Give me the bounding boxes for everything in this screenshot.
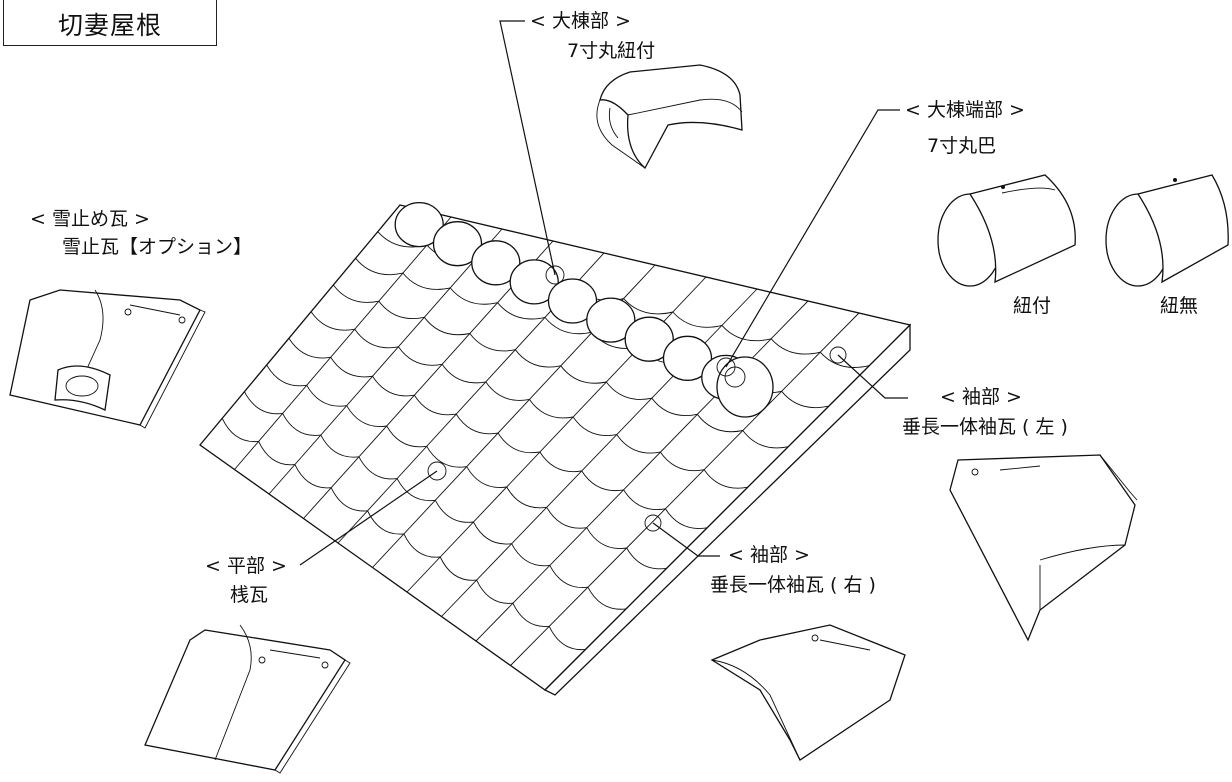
flat-part-label: 桟瓦	[230, 584, 269, 606]
ridge-end-variant-plain-label: 紐無	[1160, 295, 1199, 317]
snow-stop-category-label: < 雪止め瓦 >	[30, 208, 150, 230]
roof-illustration	[199, 201, 912, 696]
leader-ridge	[499, 20, 556, 276]
snow-stop-tile-part	[9, 289, 206, 429]
sleeve-right-category-label: < 袖部 >	[728, 544, 810, 566]
flat-tile-part	[144, 624, 351, 774]
ridge-segment	[662, 335, 713, 381]
ridge-end-variant-with-band-label: 紐付	[1013, 295, 1052, 317]
tile-joint-line	[268, 228, 503, 495]
ridge-segment	[586, 297, 636, 343]
ridge-segment	[432, 221, 483, 267]
tile-joint-line	[234, 216, 452, 470]
ridge-end-category-label: < 大棟端部 >	[905, 99, 1025, 121]
ridge-part-label: 7寸丸紐付	[567, 40, 656, 62]
callout-marker-ridge	[545, 265, 565, 285]
callout-marker-sleeve-left	[829, 346, 847, 364]
leader-lines	[299, 20, 908, 566]
leader-ridge-end	[725, 109, 900, 368]
callout-marker-flat	[427, 461, 447, 481]
ridge-end-tile-plain	[1105, 174, 1229, 287]
ridge-category-label: < 大棟部 >	[530, 10, 631, 32]
ridge-segment	[547, 278, 598, 324]
sleeve-left-part-label: 垂長一体袖瓦 ( 左 )	[902, 416, 1068, 438]
ridge-segment	[394, 201, 444, 248]
leader-sleeve-right	[652, 522, 720, 557]
tile-joint-line	[510, 312, 860, 666]
snow-stop-part-label: 雪止瓦【オプション】	[62, 236, 253, 258]
sleeve-right-tile-part	[710, 624, 906, 761]
leader-sleeve-left	[837, 354, 908, 399]
ridge-segment	[471, 240, 521, 286]
ridge-segment	[509, 259, 559, 305]
sleeve-left-category-label: < 袖部 >	[940, 386, 1022, 408]
ridge-segment	[624, 316, 674, 362]
leader-flat	[299, 470, 438, 566]
ridge-end-part-label: 7寸丸巴	[927, 135, 997, 157]
sleeve-left-tile-part	[949, 454, 1138, 642]
ridge-end-cap	[716, 356, 774, 418]
flat-category-label: < 平部 >	[205, 555, 287, 577]
ridge-tile-part	[596, 64, 743, 170]
callout-marker-ridge-end	[716, 357, 736, 377]
callout-marker-sleeve-right	[644, 514, 662, 532]
ridge-end-tile-with-band	[937, 174, 1076, 287]
title-box: 切妻屋根	[3, 0, 217, 46]
sleeve-right-part-label: 垂長一体袖瓦 ( 右 )	[710, 574, 876, 596]
diagram-title: 切妻屋根	[57, 11, 162, 40]
